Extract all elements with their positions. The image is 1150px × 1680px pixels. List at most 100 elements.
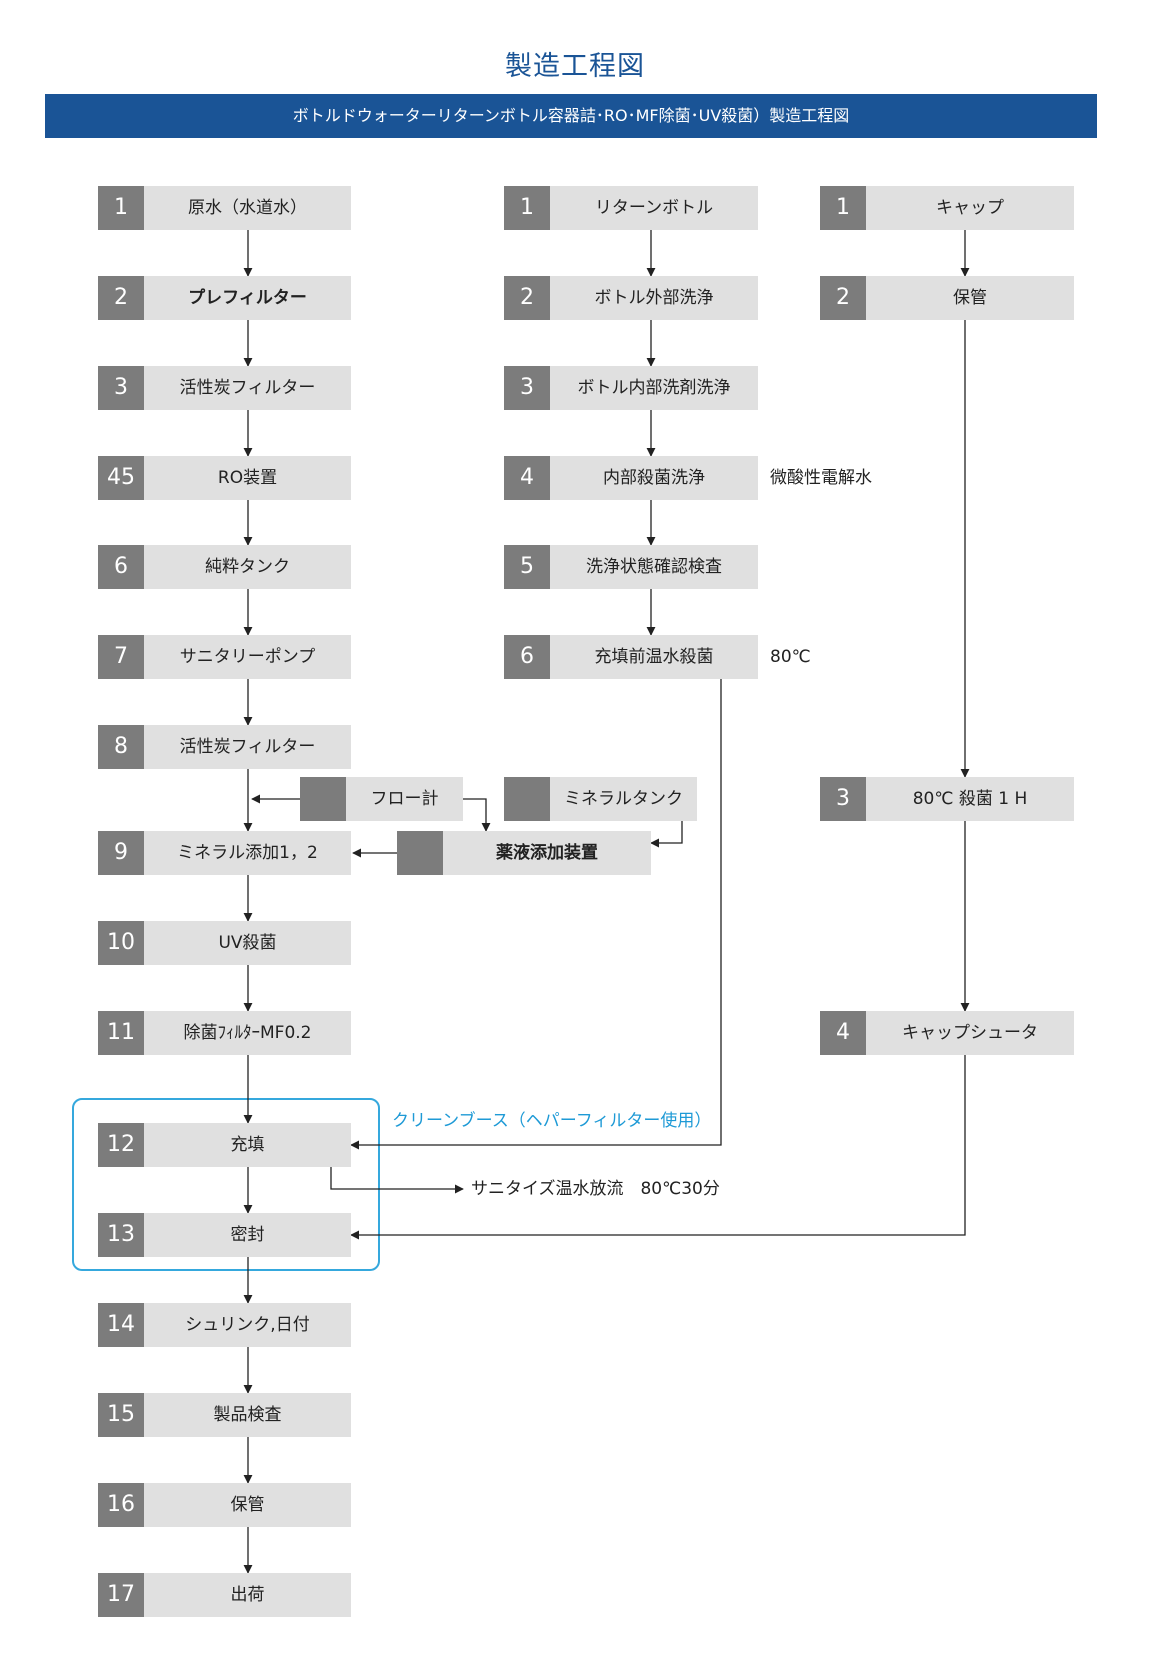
step-cap-sterilization: 3 80℃ 殺菌 1 H xyxy=(820,777,1074,821)
step-sanitary-pump: 7 サニタリーポンプ xyxy=(98,635,351,679)
step-label: 除菌ﾌｨﾙﾀｰMF0.2 xyxy=(183,1023,312,1043)
step-number: 2 xyxy=(820,276,866,320)
step-number: 7 xyxy=(98,635,144,679)
step-label: ミネラル添加1，2 xyxy=(177,843,318,863)
aux-dosing-unit: 薬液添加装置 xyxy=(397,831,651,875)
step-carbon-filter-1: 3 活性炭フィルター xyxy=(98,366,351,410)
step-number: 4 xyxy=(820,1011,866,1055)
step-label: 保管 xyxy=(953,288,987,308)
step-label: 活性炭フィルター xyxy=(179,378,316,398)
step-number: 1 xyxy=(98,186,144,230)
step-number: 3 xyxy=(504,366,550,410)
step-number: 3 xyxy=(820,777,866,821)
aux-mineral-tank: ミネラルタンク xyxy=(504,777,697,821)
step-shrink-date: 14 シュリンク,日付 xyxy=(98,1303,351,1347)
step-number: 8 xyxy=(98,725,144,769)
note-electrolyzed-water: 微酸性電解水 xyxy=(770,468,872,488)
step-label: 洗浄状態確認検査 xyxy=(586,557,722,577)
step-pure-tank: 6 純粋タンク xyxy=(98,545,351,589)
step-label: キャップシュータ xyxy=(902,1023,1038,1043)
step-number: 14 xyxy=(98,1303,144,1347)
step-label: 活性炭フィルター xyxy=(179,737,316,757)
step-label: 製品検査 xyxy=(213,1405,282,1425)
step-number: 11 xyxy=(98,1011,144,1055)
aux-label: 薬液添加装置 xyxy=(496,843,598,863)
step-label: 保管 xyxy=(230,1495,265,1515)
arrow-b6-fill xyxy=(350,679,722,1150)
aux-label: ミネラルタンク xyxy=(564,789,683,809)
step-number: 6 xyxy=(504,635,550,679)
step-return-bottle: 1 リターンボトル xyxy=(504,186,758,230)
step-label: シュリンク,日付 xyxy=(185,1315,310,1335)
step-label: ボトル内部洗剤洗浄 xyxy=(577,378,731,398)
step-number: 10 xyxy=(98,921,144,965)
arrow-sanitize xyxy=(330,1167,464,1194)
step-mf-filter: 11 除菌ﾌｨﾙﾀｰMF0.2 xyxy=(98,1011,351,1055)
aux-marker xyxy=(397,831,443,875)
sanitize-note: サニタイズ温水放流 80℃30分 xyxy=(471,1179,720,1199)
step-label: 充填 xyxy=(230,1135,265,1155)
step-label: UV殺菌 xyxy=(218,933,277,953)
step-raw-water: 1 原水（水道水） xyxy=(98,186,351,230)
clean-room-label: クリーンブース（ヘパーフィルター使用） xyxy=(392,1111,712,1131)
step-number: 2 xyxy=(504,276,550,320)
clean-room-frame xyxy=(72,1098,380,1271)
step-label: RO装置 xyxy=(217,468,278,488)
step-ro-unit: 45 RO装置 xyxy=(98,456,351,500)
aux-marker xyxy=(300,777,346,821)
step-label: 出荷 xyxy=(230,1585,265,1605)
step-number: 17 xyxy=(98,1573,144,1617)
note-80c: 80℃ xyxy=(770,647,811,667)
step-number: 13 xyxy=(98,1213,144,1257)
step-cap-storage: 2 保管 xyxy=(820,276,1074,320)
step-shipping: 17 出荷 xyxy=(98,1573,351,1617)
step-bottle-inner-detergent-wash: 3 ボトル内部洗剤洗浄 xyxy=(504,366,758,410)
step-number: 4 xyxy=(504,456,550,500)
step-carbon-filter-2: 8 活性炭フィルター xyxy=(98,725,351,769)
step-prefilter: 2 プレフィルター xyxy=(98,276,351,320)
step-label: 内部殺菌洗浄 xyxy=(603,468,705,488)
arrow-mineral-dosing xyxy=(650,820,683,848)
step-hot-water-sterilization: 6 充填前温水殺菌 xyxy=(504,635,758,679)
step-label: 充填前温水殺菌 xyxy=(594,647,714,667)
step-number: 12 xyxy=(98,1123,144,1167)
step-wash-inspection: 5 洗浄状態確認検査 xyxy=(504,545,758,589)
arrow-c4-seal xyxy=(350,1055,966,1240)
step-label: プレフィルター xyxy=(188,288,307,308)
step-bottle-outer-wash: 2 ボトル外部洗浄 xyxy=(504,276,758,320)
step-number: 45 xyxy=(98,456,144,500)
aux-flow-meter: フロー計 xyxy=(300,777,463,821)
step-filling: 12 充填 xyxy=(98,1123,351,1167)
step-number: 9 xyxy=(98,831,144,875)
step-inner-sterilization-wash: 4 内部殺菌洗浄 xyxy=(504,456,758,500)
step-number: 6 xyxy=(98,545,144,589)
step-label: サニタリーポンプ xyxy=(179,647,316,667)
step-label: 密封 xyxy=(230,1225,265,1245)
step-cap-chute: 4 キャップシュータ xyxy=(820,1011,1074,1055)
arrow-flowmeter-dosing xyxy=(463,798,491,832)
aux-marker xyxy=(504,777,550,821)
step-sealing: 13 密封 xyxy=(98,1213,351,1257)
step-number: 3 xyxy=(98,366,144,410)
step-number: 5 xyxy=(504,545,550,589)
step-label: 原水（水道水） xyxy=(188,198,307,218)
step-product-inspection: 15 製品検査 xyxy=(98,1393,351,1437)
banner-subtitle: ボトルドウォーターリターンボトル容器詰･RO･MF除菌･UV殺菌）製造工程図 xyxy=(45,94,1097,138)
page-title: 製造工程図 xyxy=(505,51,645,82)
step-label: 80℃ 殺菌 1 H xyxy=(912,789,1028,809)
step-uv-sterilization: 10 UV殺菌 xyxy=(98,921,351,965)
step-label: キャップ xyxy=(936,198,1004,218)
step-label: 純粋タンク xyxy=(205,557,290,577)
step-cap: 1 キャップ xyxy=(820,186,1074,230)
aux-label: フロー計 xyxy=(370,789,439,809)
step-label: リターンボトル xyxy=(594,198,714,218)
step-label: ボトル外部洗浄 xyxy=(594,288,714,308)
step-mineral-addition: 9 ミネラル添加1，2 xyxy=(98,831,351,875)
step-number: 1 xyxy=(820,186,866,230)
step-storage: 16 保管 xyxy=(98,1483,351,1527)
step-number: 15 xyxy=(98,1393,144,1437)
step-number: 1 xyxy=(504,186,550,230)
step-number: 2 xyxy=(98,276,144,320)
step-number: 16 xyxy=(98,1483,144,1527)
